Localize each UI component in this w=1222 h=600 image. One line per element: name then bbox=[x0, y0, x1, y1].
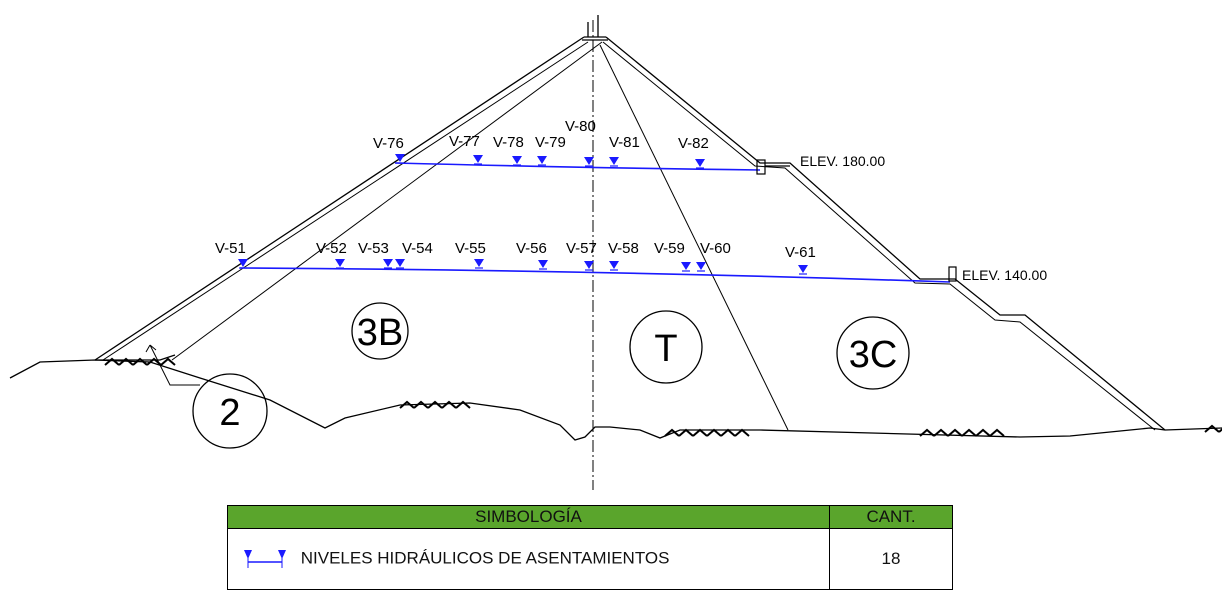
legend-item-label: NIVELES HIDRÁULICOS DE ASENTAMIENTOS bbox=[300, 548, 670, 568]
zone-label-3c: 3C bbox=[849, 334, 898, 376]
piezometer-marker bbox=[609, 157, 619, 165]
zone-2-leader bbox=[145, 344, 200, 386]
piezometer-label: V-57 bbox=[566, 240, 597, 257]
ground-profile bbox=[9, 359, 1222, 441]
piezometer-label: V-79 bbox=[535, 134, 566, 151]
gauge-house-upper bbox=[756, 159, 766, 175]
piezometer-marker bbox=[395, 259, 405, 267]
zone-circle-2 bbox=[192, 373, 268, 449]
hatch-mark bbox=[427, 400, 443, 409]
piezometer-marker bbox=[335, 259, 345, 267]
legend-header-qty: CANT. bbox=[829, 505, 953, 529]
piezometer-label: V-51 bbox=[215, 240, 246, 257]
hatch-mark bbox=[720, 428, 736, 437]
piezometer-marker bbox=[695, 159, 705, 167]
legend-item-qty: 18 bbox=[829, 528, 953, 590]
piezometer-label: V-80 bbox=[565, 118, 596, 135]
upstream-slope-inner bbox=[102, 41, 589, 361]
hatch-mark bbox=[961, 428, 977, 437]
piezometer-marker bbox=[696, 262, 706, 270]
piezometer-marker bbox=[474, 259, 484, 267]
zone-label-t: T bbox=[654, 328, 677, 370]
piezometer-marker bbox=[681, 262, 691, 270]
piezometer-label: V-76 bbox=[373, 135, 404, 152]
piezometer-line-lower bbox=[239, 267, 951, 283]
core-boundary bbox=[599, 44, 789, 431]
legend-item-row: NIVELES HIDRÁULICOS DE ASENTAMIENTOS bbox=[227, 528, 830, 590]
elevation-label-lower: ELEV. 140.00 bbox=[962, 267, 1047, 283]
zone-circle-3b bbox=[351, 302, 409, 360]
piezometer-label: V-55 bbox=[455, 240, 486, 257]
hatch-mark bbox=[104, 357, 120, 366]
hatch-mark bbox=[678, 428, 694, 437]
crest bbox=[582, 15, 608, 41]
zone-label-3b: 3B bbox=[357, 312, 403, 354]
upstream-berm bbox=[95, 354, 176, 361]
foundation-hatching bbox=[104, 357, 1222, 437]
piezometer-label: V-58 bbox=[608, 240, 639, 257]
zone-circle-t bbox=[629, 310, 703, 384]
legend-table: SIMBOLOGÍA CANT. NIVELES HIDRÁULICOS DE … bbox=[227, 505, 953, 590]
filter-line bbox=[171, 41, 603, 361]
hatch-mark bbox=[1218, 428, 1222, 433]
hatch-mark bbox=[160, 357, 176, 366]
hatch-mark bbox=[399, 400, 415, 409]
piezometer-label: V-82 bbox=[678, 135, 709, 152]
piezometer-line-upper bbox=[394, 162, 761, 171]
piezometer-markers-lower: V-51 V-52 V-53 V-54 V-55 V-56 V-57 V-58 V-59 V-60… bbox=[215, 240, 816, 275]
hatch-mark bbox=[1204, 424, 1220, 433]
hatch-mark bbox=[947, 428, 963, 437]
zone-label-2: 2 bbox=[219, 392, 240, 434]
piezometer-markers-upper: V-76 V-77 V-78 V-79V-80V-81 V-82 bbox=[373, 118, 709, 169]
piezometer-symbol-icon bbox=[244, 550, 286, 568]
zone-circle-3c bbox=[836, 316, 910, 390]
piezometer-marker bbox=[395, 154, 405, 162]
piezometer-label: V-59 bbox=[654, 240, 685, 257]
piezometer-marker bbox=[609, 261, 619, 269]
hatch-mark bbox=[919, 428, 935, 437]
piezometer-label: V-56 bbox=[516, 240, 547, 257]
hatch-mark bbox=[975, 428, 991, 437]
hatch-mark bbox=[132, 357, 148, 366]
hatch-mark bbox=[455, 400, 471, 409]
piezometer-label: V-61 bbox=[785, 244, 816, 261]
legend-header-symbol: SIMBOLOGÍA bbox=[227, 505, 830, 529]
piezometer-marker bbox=[473, 155, 483, 163]
hatch-mark bbox=[734, 428, 750, 437]
piezometer-label: V-78 bbox=[493, 134, 524, 151]
hatch-mark bbox=[664, 428, 680, 437]
piezometer-marker bbox=[537, 156, 547, 164]
hatch-mark bbox=[706, 428, 722, 437]
piezometer-marker bbox=[584, 157, 594, 165]
downstream-slope-inner bbox=[602, 41, 1156, 431]
elevation-label-upper: ELEV. 180.00 bbox=[800, 153, 885, 169]
piezometer-label: V-77 bbox=[449, 133, 480, 150]
hatch-mark bbox=[118, 357, 134, 366]
piezometer-label: V-81 bbox=[609, 134, 640, 151]
hatch-mark bbox=[441, 400, 457, 409]
piezometer-label: V-54 bbox=[402, 240, 433, 257]
piezometer-marker bbox=[238, 259, 248, 267]
hatch-mark bbox=[989, 428, 1005, 437]
piezometer-label: V-52 bbox=[316, 240, 347, 257]
piezometer-label: V-60 bbox=[700, 240, 731, 257]
hatch-mark bbox=[692, 428, 708, 437]
piezometer-marker bbox=[383, 259, 393, 267]
piezometer-label: V-53 bbox=[358, 240, 389, 257]
hatch-mark bbox=[413, 400, 429, 409]
piezometer-marker bbox=[584, 261, 594, 269]
upstream-slope-outer bbox=[94, 36, 585, 361]
piezometer-marker bbox=[538, 260, 548, 268]
piezometer-marker bbox=[512, 156, 522, 164]
gauge-house-lower bbox=[948, 266, 957, 282]
hatch-mark bbox=[933, 428, 949, 437]
piezometer-marker bbox=[798, 265, 808, 273]
